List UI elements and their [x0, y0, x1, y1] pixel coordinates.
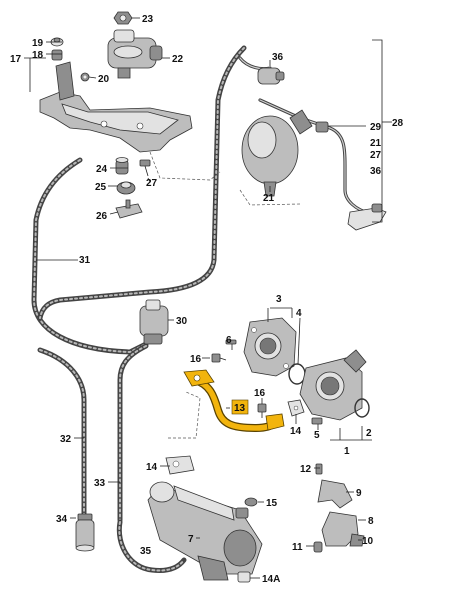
- leader-lines: [36, 17, 366, 579]
- pipe-dash-line: [168, 391, 201, 439]
- label-27: 27: [146, 178, 158, 189]
- connector-29: [315, 121, 329, 133]
- vacuum-hose-main: [37, 45, 247, 321]
- valve-36-top: [257, 67, 285, 85]
- label-10: 10: [362, 536, 374, 547]
- egr-housing-1: [299, 349, 367, 421]
- bracket-8: [313, 511, 365, 553]
- bolt-27: [139, 159, 151, 177]
- label-1: 1: [344, 446, 350, 457]
- label-18: 18: [32, 50, 44, 61]
- check-valve-36-bottom: [347, 203, 387, 231]
- egr-valve-3: [243, 317, 297, 377]
- vacuum-solenoid-22: [107, 29, 163, 79]
- label-16-mid: 16: [254, 388, 266, 399]
- label-8: 8: [368, 516, 374, 527]
- grommet-24: [115, 157, 129, 175]
- label-15: 15: [266, 498, 278, 509]
- label-25: 25: [95, 182, 107, 193]
- label-30: 30: [176, 316, 188, 327]
- label-33: 33: [94, 478, 106, 489]
- label-31: 31: [79, 255, 91, 266]
- bracket-lines: [24, 39, 392, 441]
- label-21-right: 21: [370, 138, 382, 149]
- label-2: 2: [366, 428, 372, 439]
- gasket-14-flange: [287, 399, 305, 417]
- vacuum-hose-31: [31, 157, 149, 355]
- label-36-top: 36: [272, 52, 284, 63]
- vacuum-reservoir-21: [239, 109, 313, 206]
- label-36-right: 36: [370, 166, 382, 177]
- assembly-dash-line: [149, 151, 221, 181]
- mounting-bracket: [39, 61, 193, 153]
- egr-pipe-13: [183, 369, 285, 433]
- label-14-cooler: 14: [146, 462, 158, 473]
- label-5: 5: [314, 430, 320, 441]
- label-23: 23: [142, 14, 154, 25]
- label-32: 32: [60, 434, 72, 445]
- label-24: 24: [96, 164, 108, 175]
- label-3: 3: [276, 294, 282, 305]
- label-6: 6: [226, 335, 232, 346]
- label-11: 11: [292, 542, 303, 553]
- label-29: 29: [370, 122, 382, 133]
- part-labels: 23 19 18 17 20 22 36 29 28 21 27 36 21 2…: [10, 14, 404, 585]
- gasket-2: [354, 398, 370, 418]
- vacuum-hose-33: [117, 343, 149, 523]
- label-13-badge: 13: [231, 399, 249, 415]
- label-34: 34: [56, 514, 68, 525]
- label-35: 35: [140, 546, 152, 557]
- gasket-14-cooler: [165, 455, 195, 475]
- label-20: 20: [98, 74, 110, 85]
- label-22: 22: [172, 54, 184, 65]
- label-21: 21: [263, 193, 275, 204]
- label-28: 28: [392, 118, 404, 129]
- label-4: 4: [296, 308, 302, 319]
- bolt-18: [51, 49, 63, 61]
- label-12: 12: [300, 464, 312, 475]
- clip-26: [115, 199, 143, 219]
- label-7: 7: [188, 534, 194, 545]
- vacuum-hose-32: [37, 347, 87, 518]
- label-16-left: 16: [190, 354, 202, 365]
- label-26: 26: [96, 211, 108, 222]
- washer-15: [244, 497, 258, 507]
- gasket-14A: [237, 571, 251, 583]
- bolts-6-16-5: [211, 339, 323, 425]
- bracket-9: [315, 463, 353, 509]
- label-19: 19: [32, 38, 44, 49]
- label-27-right: 27: [370, 150, 382, 161]
- nut-23: [113, 11, 133, 25]
- filter-34: [75, 513, 95, 552]
- label-9: 9: [356, 488, 362, 499]
- solenoid-valve-30: [139, 299, 169, 345]
- bushing-25: [116, 181, 136, 195]
- label-14-flange: 14: [290, 426, 302, 437]
- nut-20: [80, 72, 90, 82]
- label-14A: 14A: [262, 574, 280, 585]
- vacuum-hose-35: [116, 519, 187, 573]
- label-17: 17: [10, 54, 22, 65]
- egr-cooler-7: [147, 481, 263, 581]
- label-13: 13: [234, 403, 246, 414]
